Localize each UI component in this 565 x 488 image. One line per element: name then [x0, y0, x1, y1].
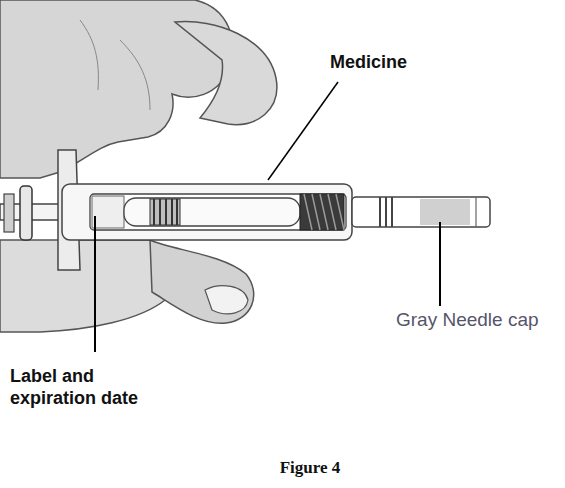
hand-lower: [0, 240, 168, 332]
part-label: Medicine: [330, 52, 470, 74]
needle-cap: [352, 197, 490, 227]
leader-line: [439, 222, 441, 306]
hand-thumb: [150, 240, 254, 323]
syringe-barrel: [90, 194, 346, 230]
leader-line: [94, 216, 96, 352]
syringe-guard: [62, 184, 352, 240]
barrel-label: [92, 196, 124, 228]
cap-rings: [380, 197, 392, 227]
plunger-ring: [4, 194, 14, 232]
finger-crease: [80, 20, 150, 110]
cap-band: [420, 199, 470, 225]
plunger-head: [20, 186, 32, 240]
hand-finger: [175, 21, 277, 124]
leader-line: [268, 82, 338, 180]
part-label: Gray Needle cap: [396, 309, 561, 332]
needle-collar: [300, 194, 344, 230]
medicine-window: [124, 198, 300, 226]
part-label: Label and expiration date: [10, 366, 170, 409]
cap-end: [475, 197, 476, 227]
stopper: [150, 199, 180, 225]
thumb-nail: [205, 286, 248, 314]
figure-caption: Figure 4: [210, 458, 410, 478]
